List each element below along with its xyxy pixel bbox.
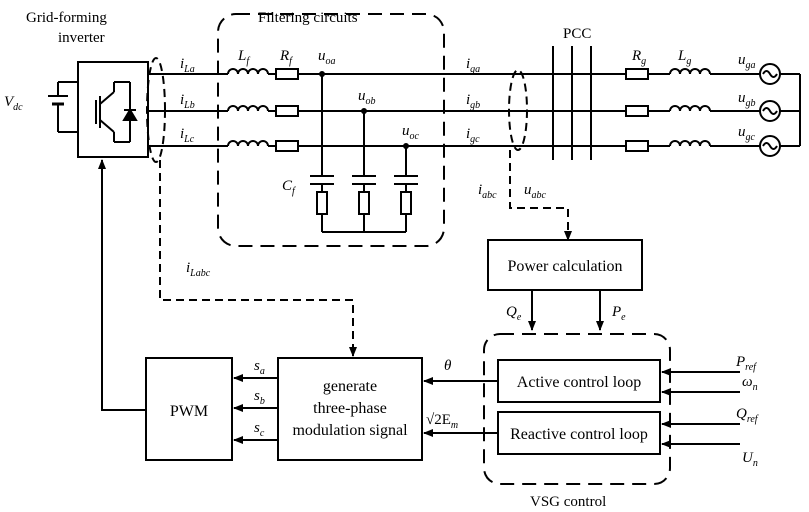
svg-text:uga: uga <box>738 52 756 71</box>
svg-text:iLb: iLb <box>180 92 195 111</box>
svg-text:ugb: ugb <box>738 90 756 109</box>
vdc-label: Vdc <box>4 94 23 113</box>
svg-text:PWM: PWM <box>170 403 208 420</box>
svg-text:igb: igb <box>466 92 480 111</box>
svg-text:Rg: Rg <box>631 48 646 67</box>
qref-label: Qref <box>736 406 759 425</box>
measurement-paths <box>159 150 569 348</box>
svg-text:ugc: ugc <box>738 124 756 143</box>
vsg-outputs <box>423 377 498 437</box>
power-calculation-block: Power calculation <box>487 239 643 291</box>
svg-text:uoa: uoa <box>318 48 336 67</box>
switching-signals <box>233 374 278 444</box>
inverter-title-line2: inverter <box>58 30 105 46</box>
qe-label: Qe <box>506 304 522 323</box>
svg-text:uob: uob <box>358 88 376 107</box>
svg-text:iLa: iLa <box>180 56 195 75</box>
svg-text:Lg: Lg <box>677 48 691 67</box>
inverter-title-line1: Grid-forming <box>26 10 107 26</box>
dc-source <box>48 81 78 133</box>
svg-text:Power calculation: Power calculation <box>507 258 622 275</box>
current-sensors <box>146 57 528 163</box>
vsg-title: VSG control <box>530 494 606 510</box>
theta-label: θ <box>444 358 452 374</box>
svg-text:modulation signal: modulation signal <box>292 422 408 439</box>
junction-dots <box>319 71 409 149</box>
svg-text:iLabc: iLabc <box>186 260 211 279</box>
pwm-block: PWM <box>145 357 233 461</box>
svg-text:three-phase: three-phase <box>313 400 387 417</box>
sqrt2em-label: √2Em <box>426 412 458 431</box>
inverter-box <box>77 61 149 158</box>
reactive-control-loop-block: Reactive control loop <box>497 411 661 455</box>
svg-text:generate: generate <box>323 378 377 395</box>
svg-text:Lf: Lf <box>237 48 250 67</box>
pcc-bus <box>552 46 592 160</box>
svg-text:uoc: uoc <box>402 123 420 142</box>
line-labels: iLa iLb iLc Lf Rf uoa uob uoc Cf iga igb… <box>180 48 756 279</box>
un-label: Un <box>742 450 758 469</box>
svg-text:Active control loop: Active control loop <box>517 374 641 391</box>
pref-label: Pref <box>735 354 757 373</box>
svg-text:Cf: Cf <box>282 178 296 197</box>
capacitor-branches <box>310 74 418 233</box>
sa-label: sa <box>254 358 265 377</box>
svg-text:uabc: uabc <box>524 182 547 201</box>
svg-text:Reactive control loop: Reactive control loop <box>510 426 648 443</box>
pwm-gate-path <box>98 159 146 411</box>
power-outputs <box>528 290 604 331</box>
filter-dashed-box <box>217 13 445 247</box>
svg-text:iga: iga <box>466 56 480 75</box>
active-control-loop-block: Active control loop <box>497 359 661 403</box>
filter-title: Filtering circuits <box>258 10 358 26</box>
svg-text:iLc: iLc <box>180 126 195 145</box>
vsg-dashed-box <box>483 333 671 485</box>
sb-label: sb <box>254 388 265 407</box>
svg-text:igc: igc <box>466 126 480 145</box>
svg-text:iabc: iabc <box>478 182 497 201</box>
pcc-label: PCC <box>563 26 591 42</box>
modulation-block: generate three-phase modulation signal <box>277 357 423 461</box>
pe-label: Pe <box>611 304 626 323</box>
reference-inputs <box>661 368 740 448</box>
svg-text:Rf: Rf <box>279 48 293 67</box>
sc-label: sc <box>254 420 265 439</box>
omegan-label: ωn <box>742 374 758 393</box>
